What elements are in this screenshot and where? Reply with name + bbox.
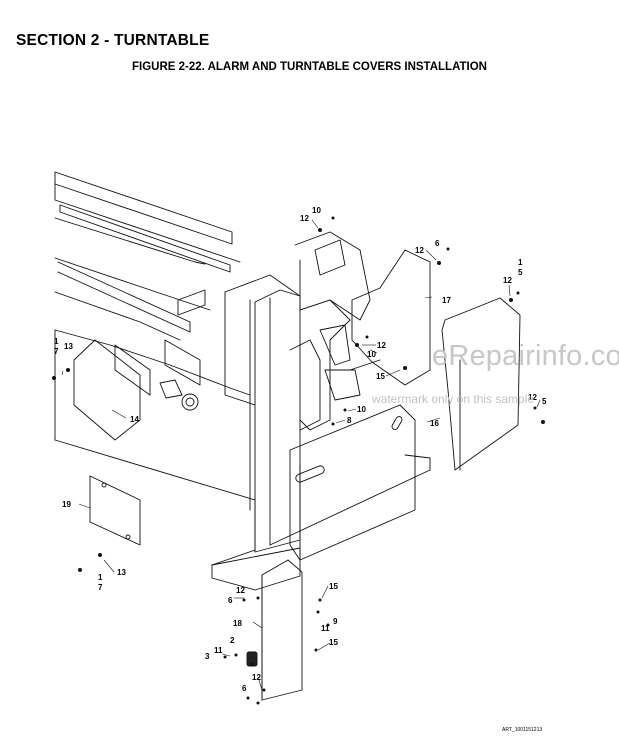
callout-2: 2 (230, 636, 235, 645)
callout-10: 10 (357, 405, 366, 414)
watermark-sub: watermark only on this sample (372, 392, 535, 406)
boom-rail (57, 261, 191, 333)
callout-12: 12 (252, 673, 261, 682)
callout-6: 6 (228, 596, 233, 605)
boom-rail (54, 183, 241, 263)
turntable-base (54, 329, 251, 396)
upright (254, 289, 301, 553)
boom-rail (59, 204, 231, 273)
callout-12: 12 (503, 276, 512, 285)
callout-5: 5 (542, 397, 547, 406)
callout-15: 15 (329, 638, 338, 647)
callout-16: 16 (430, 419, 439, 428)
callout-12: 12 (415, 246, 424, 255)
pivot-housing (294, 231, 371, 321)
alarm-2 (246, 651, 258, 667)
alarm-cover-18 (261, 559, 303, 701)
callout-10: 10 (367, 350, 376, 359)
boom-rail (54, 171, 233, 245)
callout-12: 12 (528, 393, 537, 402)
boom-rail (54, 217, 206, 265)
rear-cover-17 (351, 249, 431, 386)
callout-1: 1 (98, 573, 103, 582)
callout-3: 3 (205, 652, 210, 661)
access-cover-14 (73, 339, 141, 441)
callout-15: 15 (376, 372, 385, 381)
callout-6: 6 (435, 239, 440, 248)
callout-10: 10 (312, 206, 321, 215)
callout-12: 12 (377, 341, 386, 350)
callout-12: 12 (300, 214, 309, 223)
callout-11: 11 (214, 646, 223, 655)
callout-12: 12 (236, 586, 245, 595)
side-cover-16 (441, 297, 521, 471)
callout-7: 7 (98, 583, 103, 592)
art-id: ART_1001151213 (502, 727, 543, 733)
cover-19 (89, 475, 141, 546)
section-title: SECTION 2 - TURNTABLE (16, 32, 210, 49)
boom-rail (54, 257, 211, 311)
callout-6: 6 (242, 684, 247, 693)
callout-1: 1 (54, 337, 59, 346)
turntable-base (54, 439, 301, 591)
watermark-main: eRepairinfo.com (432, 340, 619, 372)
callout-11: 11 (321, 624, 330, 633)
callout-14: 14 (130, 415, 139, 424)
callout-7: 7 (54, 347, 59, 356)
callout-18: 18 (233, 619, 242, 628)
callout-17: 17 (442, 296, 451, 305)
callout-15: 15 (329, 582, 338, 591)
callout-8: 8 (347, 416, 352, 425)
callout-1: 1 (518, 258, 523, 267)
front-cover-8 (289, 404, 416, 561)
callout-13: 13 (64, 342, 73, 351)
callout-9: 9 (333, 617, 338, 626)
callout-13: 13 (117, 568, 126, 577)
callout-19: 19 (62, 500, 71, 509)
figure-title: FIGURE 2-22. ALARM AND TURNTABLE COVERS … (131, 61, 487, 73)
callout-5: 5 (518, 268, 523, 277)
